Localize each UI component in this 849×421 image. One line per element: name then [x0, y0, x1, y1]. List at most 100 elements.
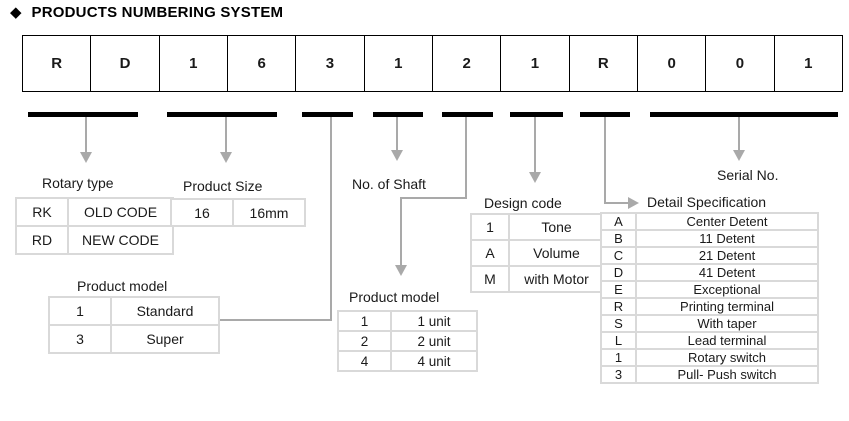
code-value: 1: [600, 348, 637, 367]
connector-design-code: [534, 117, 536, 173]
arrow-down-icon: [733, 150, 745, 161]
rotary-type-table: RK OLD CODE RD NEW CODE: [15, 197, 174, 255]
arrow-down-icon: [395, 265, 407, 276]
table-row: 3 Pull- Push switch: [600, 365, 819, 384]
design-code-label: Design code: [484, 195, 562, 211]
connector-product-size: [225, 117, 227, 154]
connector-rotary-type: [85, 117, 87, 154]
connector-no-of-shaft: [396, 117, 398, 151]
description: 1 unit: [390, 310, 478, 332]
table-row: 16 16mm: [170, 198, 306, 227]
table-row: RD NEW CODE: [15, 225, 174, 255]
description: Rotary switch: [635, 348, 819, 367]
description: Standard: [110, 296, 220, 326]
underline-bar-rotary-type: [28, 112, 138, 117]
code-cell: 6: [228, 36, 297, 91]
code-cell: 1: [804, 55, 813, 72]
connector-detail-spec-vertical: [604, 117, 606, 204]
product-size-table: 16 16mm: [170, 198, 306, 227]
serial-no-label: Serial No.: [717, 167, 779, 183]
arrow-down-icon: [529, 172, 541, 183]
description: NEW CODE: [67, 225, 174, 255]
code-value: 3: [48, 324, 112, 354]
connector-detail-spec-horizontal: [604, 202, 628, 204]
arrow-down-icon: [80, 152, 92, 163]
code-value: RD: [15, 225, 69, 255]
underline-bar-product-model-left: [302, 112, 353, 117]
description: Center Detent: [635, 212, 819, 231]
design-code-table: 1 Tone A Volume M with Motor: [470, 213, 605, 293]
code-value: A: [470, 239, 510, 267]
table-row: RK OLD CODE: [15, 197, 174, 227]
table-row: 1 Standard: [48, 296, 220, 326]
code-value: E: [600, 280, 637, 299]
table-row: C 21 Detent: [600, 246, 819, 265]
underline-bar-detail-specification: [580, 112, 630, 117]
code-value: M: [470, 265, 510, 293]
diamond-icon: ◆: [10, 4, 22, 21]
description: 11 Detent: [635, 229, 819, 248]
table-row: 1 Tone: [470, 213, 605, 241]
connector-product-model-right-vertical-2: [400, 197, 402, 267]
description: with Motor: [508, 265, 605, 293]
table-row: D 41 Detent: [600, 263, 819, 282]
table-row: A Center Detent: [600, 212, 819, 231]
code-value: 1: [48, 296, 112, 326]
underline-bar-design-code: [510, 112, 563, 117]
no-of-shaft-label: No. of Shaft: [352, 176, 426, 192]
page-header: ◆ PRODUCTS NUMBERING SYSTEM: [10, 4, 283, 21]
table-row: L Lead terminal: [600, 331, 819, 350]
description: Exceptional: [635, 280, 819, 299]
code-cell: 2: [433, 36, 502, 91]
description: 41 Detent: [635, 263, 819, 282]
product-model-right-label: Product model: [349, 289, 440, 305]
table-row: 2 2 unit: [337, 330, 478, 352]
table-row: 1 1 unit: [337, 310, 478, 332]
product-model-left-label: Product model: [77, 278, 168, 294]
code-value: B: [600, 229, 637, 248]
code-value: 1: [470, 213, 510, 241]
table-row: 3 Super: [48, 324, 220, 354]
product-size-label: Product Size: [183, 178, 263, 194]
connector-product-model-right-horizontal: [400, 197, 467, 199]
detail-specification-table: A Center Detent B 11 Detent C 21 Detent …: [600, 212, 819, 384]
detail-specification-label: Detail Specification: [647, 194, 767, 210]
underline-bar-product-size: [167, 112, 277, 117]
code-value: D: [600, 263, 637, 282]
code-cell: 3: [296, 36, 365, 91]
code-cell: 0: [638, 36, 707, 91]
description: Printing terminal: [635, 297, 819, 316]
code-value: RK: [15, 197, 69, 227]
table-row: A Volume: [470, 239, 605, 267]
code-value: 1: [337, 310, 392, 332]
description: 21 Detent: [635, 246, 819, 265]
arrow-down-icon: [391, 150, 403, 161]
table-row: R Printing terminal: [600, 297, 819, 316]
table-row: B 11 Detent: [600, 229, 819, 248]
underline-bar-product-model-right: [442, 112, 493, 117]
code-cell: 1: [501, 36, 570, 91]
code-cell: 1: [160, 36, 228, 91]
code-cell: 0: [706, 36, 775, 91]
code-value: 2: [337, 330, 392, 352]
code-value: 16: [170, 198, 234, 227]
connector-serial-no: [738, 117, 740, 151]
code-value: R: [600, 297, 637, 316]
table-row: E Exceptional: [600, 280, 819, 299]
underline-bar-no-of-shaft: [373, 112, 423, 117]
code-value: S: [600, 314, 637, 333]
table-row: 1 Rotary switch: [600, 348, 819, 367]
table-row: S With taper: [600, 314, 819, 333]
code-cell: 1: [365, 36, 433, 91]
description: Tone: [508, 213, 605, 241]
code-value: A: [600, 212, 637, 231]
page-title: PRODUCTS NUMBERING SYSTEM: [31, 4, 284, 21]
description: With taper: [635, 314, 819, 333]
underline-bar-serial-no: [650, 112, 838, 117]
code-cell: D: [91, 36, 160, 91]
code-row: R D 1 6 3 1 2 1 R 0 0 1: [22, 35, 843, 92]
description: Super: [110, 324, 220, 354]
connector-product-model-left-vertical: [330, 117, 332, 321]
code-cell: R: [570, 36, 638, 91]
